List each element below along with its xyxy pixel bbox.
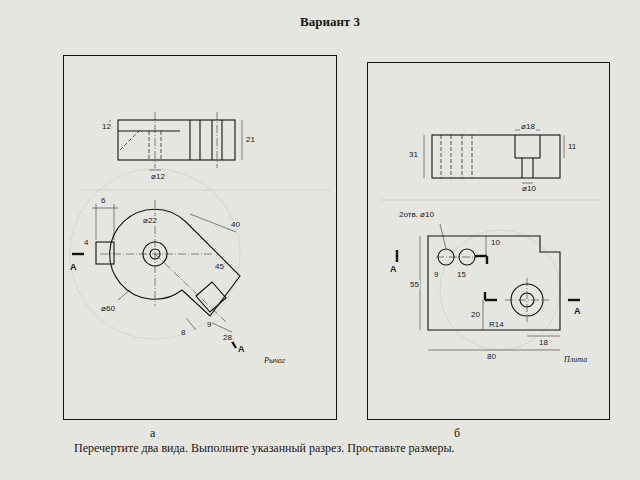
dimension-label-text: 45 bbox=[215, 262, 224, 271]
dimension-label-text: ⌀22 bbox=[143, 216, 157, 225]
section-letter: А bbox=[70, 262, 77, 272]
page-title: Вариант 3 bbox=[300, 14, 360, 30]
part-name: Рычаг bbox=[264, 356, 285, 365]
dimension-label: 20 bbox=[470, 310, 481, 319]
sheet-letter: б bbox=[454, 426, 460, 441]
dimension-label: 9 bbox=[433, 270, 439, 279]
dimension-label-text: 9 bbox=[434, 270, 438, 279]
dimension-label-text: 80 bbox=[487, 352, 496, 361]
dimension-label-text: 55 bbox=[410, 280, 419, 289]
dimension-label-text: 10 bbox=[491, 238, 500, 247]
dimension-label-text: ⌀18 bbox=[521, 122, 535, 131]
dimension-label-text: 12 bbox=[102, 122, 111, 131]
dimension-label: 28 bbox=[222, 333, 233, 342]
sheet-letter-text: б bbox=[454, 426, 460, 440]
dimension-label: 15 bbox=[456, 270, 467, 279]
dimension-label-text: 15 bbox=[457, 270, 466, 279]
part-name-text: Плита bbox=[564, 355, 587, 364]
task-caption: Перечертите два вида. Выполните указанны… bbox=[74, 441, 454, 456]
dimension-label: 9 bbox=[206, 320, 212, 329]
section-letter-text: А bbox=[390, 264, 397, 274]
drawing-frame: Рычага bbox=[63, 55, 337, 420]
dimension-label: 80 bbox=[486, 352, 497, 361]
dimension-label: 40 bbox=[230, 220, 241, 229]
dimension-label: ⌀12 bbox=[150, 172, 166, 181]
dimension-label-text: ⌀60 bbox=[101, 304, 115, 313]
section-letter: А bbox=[574, 306, 581, 316]
dimension-label: 8 bbox=[180, 328, 186, 337]
dimension-label: 11 bbox=[567, 142, 577, 151]
dimension-label: 31 bbox=[408, 150, 419, 159]
dimension-label-text: R14 bbox=[489, 320, 504, 329]
dimension-label: R14 bbox=[488, 320, 505, 329]
dimension-label-text: 21 bbox=[246, 135, 255, 144]
dimension-label: 21 bbox=[245, 135, 256, 144]
dimension-label-text: ⌀12 bbox=[151, 172, 165, 181]
dimension-label-text: 40 bbox=[231, 220, 240, 229]
section-letter-text: А bbox=[70, 262, 77, 272]
dimension-label-text: 11 bbox=[568, 142, 576, 151]
section-letter-text: А bbox=[574, 306, 581, 316]
section-letter: А bbox=[238, 344, 245, 354]
part-name-text: Рычаг bbox=[264, 356, 285, 365]
dimension-label: 6 bbox=[100, 196, 106, 205]
dimension-label: ⌀10 bbox=[521, 184, 537, 193]
dimension-label-text: 28 bbox=[223, 333, 232, 342]
dimension-label-text: 8 bbox=[181, 328, 185, 337]
dimension-label-text: 31 bbox=[409, 150, 418, 159]
task-caption-text: Перечертите два вида. Выполните указанны… bbox=[74, 441, 454, 455]
part-name: Плита bbox=[564, 355, 587, 364]
dimension-label: ⌀18 bbox=[520, 122, 536, 131]
dimension-label: ⌀60 bbox=[100, 304, 116, 313]
section-letter: А bbox=[390, 264, 397, 274]
dimension-label-text: 4 bbox=[84, 238, 88, 247]
dimension-label: 55 bbox=[409, 280, 420, 289]
dimension-label-text: 18 bbox=[539, 338, 548, 347]
section-letter-text: А bbox=[238, 344, 245, 354]
sheet-letter-text: а bbox=[150, 426, 155, 440]
dimension-label: 12 bbox=[101, 122, 112, 131]
drawing-frame: Плитаб bbox=[367, 62, 610, 420]
dimension-label-text: 9 bbox=[207, 320, 211, 329]
dimension-label-text: 2отв. ⌀10 bbox=[399, 210, 434, 219]
dimension-label: 2отв. ⌀10 bbox=[398, 210, 435, 219]
dimension-label-text: 6 bbox=[101, 196, 105, 205]
dimension-label: ⌀22 bbox=[142, 216, 158, 225]
sheet-letter: а bbox=[150, 426, 155, 441]
dimension-label-text: 20 bbox=[471, 310, 480, 319]
dimension-label-text: ⌀10 bbox=[522, 184, 536, 193]
dimension-label: 18 bbox=[538, 338, 549, 347]
dimension-label: 4 bbox=[83, 238, 89, 247]
dimension-label: 10 bbox=[490, 238, 501, 247]
dimension-label: 45 bbox=[214, 262, 225, 271]
page-title-text: Вариант 3 bbox=[300, 14, 360, 29]
